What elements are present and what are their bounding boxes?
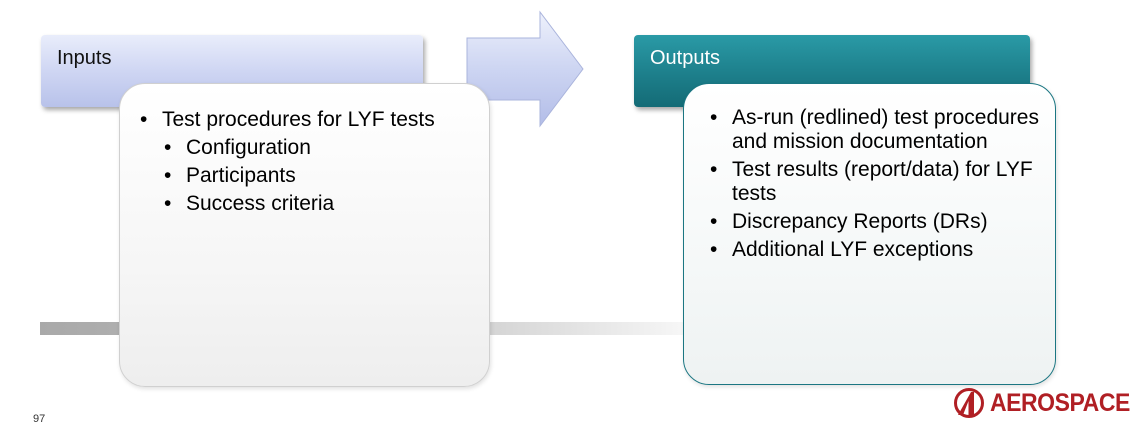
list-item: Discrepancy Reports (DRs) [708,210,1039,234]
inputs-list: Test procedures for LYF tests Configurat… [138,108,473,216]
page-number: 97 [33,413,46,425]
list-item: Additional LYF exceptions [708,238,1039,262]
outputs-item-test-results: Test results (report/data) for LYF tests [732,158,1033,205]
inputs-subitem-success-criteria: Success criteria [186,192,335,215]
inputs-subitem-participants: Participants [186,164,296,187]
inputs-title: Inputs [57,47,112,69]
list-item: Participants [162,164,473,188]
list-item: Configuration [162,136,473,160]
aerospace-logo: AEROSPACE [953,386,1138,420]
aerospace-logo-icon [954,388,984,418]
outputs-item-lyf-exceptions: Additional LYF exceptions [732,238,974,261]
inputs-item-text: Test procedures for LYF tests [162,108,435,131]
inputs-subitem-configuration: Configuration [186,136,311,159]
outputs-content-box: As-run (redlined) test procedures and mi… [683,83,1056,385]
logo-text: AEROSPACE [990,388,1130,417]
outputs-item-as-run: As-run (redlined) test procedures and mi… [732,106,1039,153]
outputs-item-discrepancy-reports: Discrepancy Reports (DRs) [732,210,988,233]
list-item: As-run (redlined) test procedures and mi… [708,106,1039,154]
inputs-content-box: Test procedures for LYF tests Configurat… [119,83,490,387]
list-item: Success criteria [162,192,473,216]
inputs-sublist: Configuration Participants Success crite… [162,136,473,216]
outputs-title: Outputs [650,47,721,69]
outputs-list: As-run (redlined) test procedures and mi… [708,106,1039,262]
list-item: Test procedures for LYF tests Configurat… [138,108,473,216]
list-item: Test results (report/data) for LYF tests [708,158,1039,206]
